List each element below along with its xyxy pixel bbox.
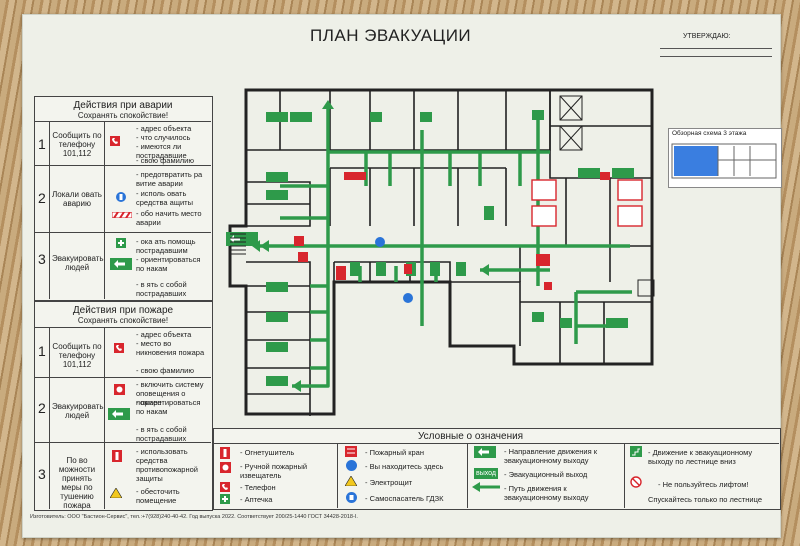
fire-step-2-item: - в ять с собой пострадавших <box>136 425 187 443</box>
accident-step-3-number: 3 <box>38 251 46 267</box>
exit-direction-icon <box>108 408 130 420</box>
fire-step-2-number: 2 <box>38 400 46 416</box>
exit-direction-icon <box>474 446 496 458</box>
legend-item: - Не пользуйтесь лифтом! <box>658 480 749 489</box>
accident-step-2-item: - обо начить место аварии <box>136 209 202 227</box>
legend-item: - Электрощит <box>365 478 413 487</box>
divider <box>34 377 211 378</box>
fire-step-3-item: - обесточить помещение <box>136 487 180 505</box>
legend-item: - Движение к эвакуационному выходу по ле… <box>648 448 753 466</box>
divider <box>337 443 338 508</box>
legend-item: - Ручной пожарный извещатель <box>240 462 308 480</box>
extinguisher-icon <box>220 447 230 459</box>
divider <box>104 327 105 509</box>
legend-item: - Аптечка <box>240 495 273 504</box>
accident-step-1-item: - имеются ли пострадавшие <box>136 142 187 160</box>
fire-step-3-number: 3 <box>38 466 46 482</box>
fire-step-3-item: - использовать средства противопожарной … <box>136 447 198 483</box>
fire-step-2-item: - включить систему оповещения о пожаре <box>136 380 204 407</box>
phone-icon <box>220 482 230 492</box>
accident-step-1-number: 1 <box>38 136 46 152</box>
accident-step-1-label: Сообщить по телефону 101,112 <box>52 131 102 158</box>
self-rescuer-icon <box>346 492 357 503</box>
accident-step-1-item: - адрес объекта <box>136 124 192 133</box>
fire-step-2-label: Эвакуировать людей <box>52 402 104 420</box>
legend-title: Условные о означения <box>418 431 524 442</box>
accident-step-2-label: Локали овать аварию <box>52 190 102 208</box>
electric-hazard-icon <box>110 488 122 498</box>
fire-hose-icon <box>345 446 357 457</box>
exit-sign-icon: выход <box>474 468 498 479</box>
legend-item: - Путь движения к эвакуационному выходу <box>504 484 589 502</box>
legend-item: - Огнетушитель <box>240 448 295 457</box>
route-arrow-icon <box>472 482 500 492</box>
fire-step-1-label: Сообщить по телефону 101,112 <box>52 342 102 369</box>
accident-step-3-item: - ориентироваться по накам <box>136 255 201 273</box>
electric-hazard-icon <box>345 476 357 486</box>
divider <box>49 121 50 299</box>
legend-item: - Вы находитесь здесь <box>365 462 444 471</box>
legend-item: - Направление движения к эвакуационному … <box>504 447 598 465</box>
accident-subheading: Сохранять спокойствие! <box>77 111 169 120</box>
divider <box>34 442 211 443</box>
footer-text: Изготовитель: ООО "Бастион-Сервис", тел.… <box>30 514 358 520</box>
legend-item: - Эвакуационный выход <box>504 470 588 479</box>
divider <box>34 121 211 122</box>
approve-label: УТВЕРЖДАЮ: <box>683 33 731 40</box>
extinguisher-icon <box>112 450 122 462</box>
phone-icon <box>114 343 124 353</box>
fire-step-3-label: По во можности принять меры по тушению п… <box>58 456 96 510</box>
fire-step-1-item: - свою фамилию <box>136 366 194 375</box>
hazard-stripe-icon <box>112 212 132 218</box>
extinguisher-sign-icon <box>116 192 126 202</box>
divider <box>34 232 211 233</box>
fire-step-1-item: - место во никновения пожара <box>136 339 205 357</box>
divider <box>213 443 779 444</box>
divider <box>104 121 105 299</box>
stairs-down-icon <box>630 446 642 457</box>
accident-step-3-item: - в ять с собой пострадавших <box>136 280 187 298</box>
fire-panel <box>34 301 213 511</box>
no-lift-icon <box>630 476 642 488</box>
fire-heading: Действия при пожаре <box>72 305 174 316</box>
legend-item: - Пожарный кран <box>365 448 424 457</box>
fire-step-1-item: - адрес объекта <box>136 330 192 339</box>
divider <box>34 327 211 328</box>
divider <box>49 327 50 509</box>
phone-icon <box>110 136 120 146</box>
accident-step-3-label: Эвакуировать людей <box>52 254 104 272</box>
fire-step-1-number: 1 <box>38 343 46 359</box>
overview-floorplan <box>671 143 777 179</box>
legend-item: Спускайтесь только по лестнице <box>648 495 762 504</box>
page-title: ПЛАН ЭВАКУАЦИИ <box>310 26 472 45</box>
fire-step-2-item: - ориентироваться по накам <box>136 398 201 416</box>
accident-step-2-item: - предотвратить ра витие аварии <box>136 170 203 188</box>
exit-direction-icon <box>110 258 132 270</box>
divider <box>34 165 211 166</box>
fire-alarm-icon <box>114 384 125 395</box>
legend-item: - Самоспасатель ГДЗК <box>365 494 444 503</box>
fire-alarm-icon <box>220 462 231 473</box>
accident-step-2-number: 2 <box>38 190 46 206</box>
accident-heading: Действия при аварии <box>73 100 173 111</box>
accident-step-1-item: - свою фамилию <box>136 156 194 165</box>
approve-line <box>660 48 772 49</box>
legend-item: - Телефон <box>240 483 276 492</box>
first-aid-icon <box>116 238 126 248</box>
fire-subheading: Сохранять спокойствие! <box>77 316 169 325</box>
approve-line-2 <box>660 56 772 57</box>
you-are-here-icon <box>346 460 357 471</box>
first-aid-icon <box>220 494 230 504</box>
divider <box>624 443 625 508</box>
accident-step-1-item: - что случилось <box>136 133 191 142</box>
floor-plan <box>226 88 655 416</box>
accident-step-2-item: - исполь овать средства ащиты <box>136 189 194 207</box>
accident-step-3-item: - ока ать помощь пострадавшим <box>136 237 196 255</box>
overview-title: Обзорная схема 3 этажа <box>672 130 747 137</box>
divider <box>467 443 468 508</box>
